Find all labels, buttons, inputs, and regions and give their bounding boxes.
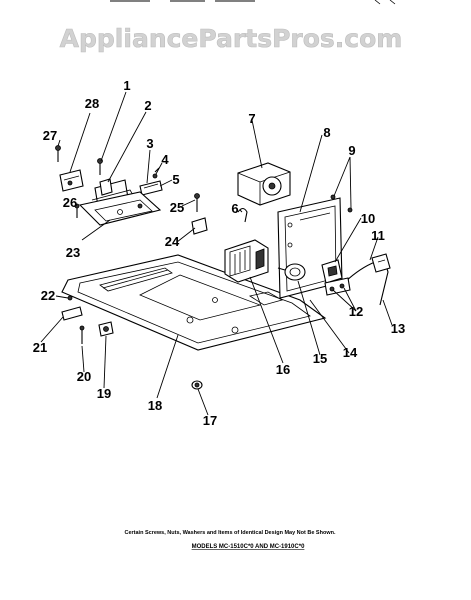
part-22-screw (67, 295, 73, 301)
callout-17: 17 (203, 413, 217, 428)
callout-labels: 1 2 3 4 5 6 7 8 9 10 11 12 13 14 15 16 1… (33, 78, 405, 428)
callout-8: 8 (323, 125, 330, 140)
part-13-power-cord (344, 253, 391, 306)
callout-26: 26 (63, 195, 77, 210)
callout-10: 10 (361, 211, 375, 226)
part-25-screw (194, 193, 200, 212)
part-23-mount-plate (78, 191, 162, 226)
part-12-terminals (324, 277, 351, 296)
callout-23: 23 (66, 245, 80, 260)
callout-15: 15 (313, 351, 327, 366)
part-15-capacitor (277, 263, 306, 281)
callout-11: 11 (371, 228, 385, 243)
part-9-screws (330, 194, 353, 213)
callout-18: 18 (148, 398, 162, 413)
callout-13: 13 (391, 321, 405, 336)
part-19-foot (98, 321, 114, 337)
footer-models: MODELS MC-1510C*0 AND MC-1910C*0 (192, 544, 305, 550)
callout-25: 25 (170, 200, 184, 215)
callout-3: 3 (146, 136, 153, 151)
watermark-text: AppliancePartsPros.com (60, 24, 403, 53)
callout-1: 1 (123, 78, 130, 93)
callout-5: 5 (172, 172, 179, 187)
callout-21: 21 (33, 340, 47, 355)
callout-4: 4 (161, 152, 169, 167)
callout-2: 2 (144, 98, 151, 113)
part-21-latch (61, 306, 83, 321)
part-28-terminal-block (59, 169, 84, 192)
callout-28: 28 (85, 96, 99, 111)
callout-7: 7 (248, 111, 255, 126)
callout-22: 22 (41, 288, 55, 303)
part-17-foot (191, 380, 203, 390)
callout-19: 19 (97, 386, 111, 401)
part-6-screw (237, 207, 248, 223)
callout-20: 20 (77, 369, 91, 384)
leader-lines (40, 91, 393, 416)
footer-note: Certain Screws, Nuts, Washers and Items … (125, 530, 336, 536)
part-4-screw (152, 167, 160, 179)
callout-16: 16 (276, 362, 290, 377)
part-16-transformer (224, 239, 269, 283)
part-27-screw (55, 145, 61, 162)
part-10-switch (321, 259, 343, 284)
callout-6: 6 (231, 201, 238, 216)
callout-14: 14 (343, 345, 358, 360)
part-20-screw (79, 325, 85, 344)
callout-12: 12 (349, 304, 363, 319)
callout-9: 9 (348, 143, 355, 158)
part-1-screw (97, 158, 103, 175)
part-7-fan-motor (237, 162, 291, 206)
part-24-bracket (191, 217, 208, 235)
part-3-clip (139, 180, 163, 196)
callout-24: 24 (165, 234, 180, 249)
top-edge-marks (110, 0, 396, 5)
callout-27: 27 (43, 128, 57, 143)
